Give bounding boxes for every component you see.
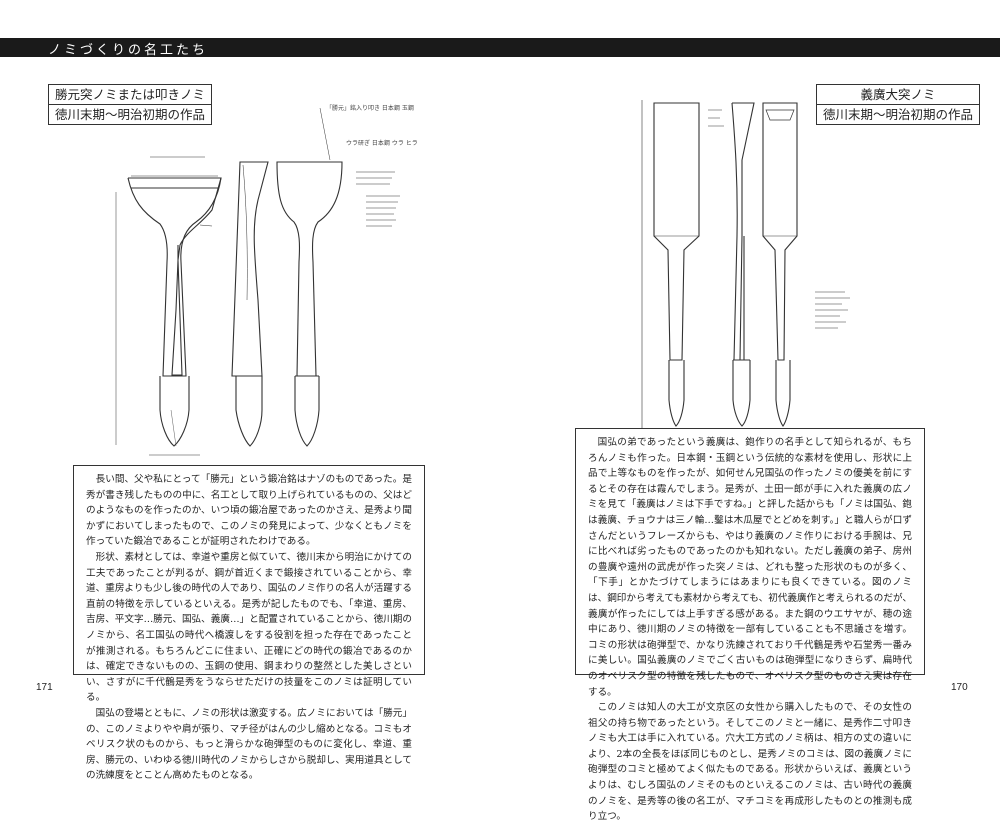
right-paragraph: 国弘の弟であったという義廣は、鉋作りの名手として知られるが、もちろんノミも作った… (588, 437, 912, 698)
left-title-box: 勝元突ノミまたは叩きノミ 徳川末期〜明治初期の作品 (48, 84, 213, 125)
left-chisel-side-view (231, 161, 269, 447)
right-paragraph: このノミは知人の大工が文京区の女性から購入したもので、その女性の祖父の持ち物であ… (588, 702, 912, 823)
drawing-note-2: ウラ研ぎ 日本鋼 ウラ ヒラ (346, 139, 418, 147)
right-title-name: 義廣大突ノミ (860, 87, 936, 102)
left-paragraph: 形状、素材としては、幸道や重房と似ていて、徳川末から明治にかけての工夫であったこ… (86, 551, 412, 704)
left-title-era: 徳川末期〜明治初期の作品 (49, 104, 212, 124)
right-page-number: 170 (951, 682, 968, 693)
left-page-number: 171 (36, 682, 53, 693)
left-chisel-front-view (115, 175, 222, 447)
left-chisel-back-view (276, 161, 343, 447)
left-handwritten-annotations (149, 156, 400, 456)
right-chisel-back-view (762, 102, 798, 427)
left-body-text: 長い間、父や私にとって「勝元」という鍛冶銘はナゾのものであった。是秀が書き残した… (73, 465, 425, 781)
right-title-era: 徳川末期〜明治初期の作品 (817, 104, 980, 124)
chapter-banner: ノミづくりの名工たち (0, 38, 1000, 58)
chapter-title: ノミづくりの名工たち (48, 43, 209, 58)
right-title-box: 義廣大突ノミ 徳川末期〜明治初期の作品 (816, 84, 981, 125)
left-paragraph: 長い間、父や私にとって「勝元」という鍛冶銘はナゾのものであった。是秀が書き残した… (86, 474, 412, 548)
tool-drawings: 「勝元」銘入り叩き 日本鋼 玉鋼 ウラ研ぎ 日本鋼 ウラ ヒラ (115, 100, 850, 456)
right-body-text: 国弘の弟であったという義廣は、鉋作りの名手として知られるが、もちろんノミも作った… (575, 428, 925, 822)
left-paragraph: 国弘の登場とともに、ノミの形状は激変する。広ノミにおいては「勝元」の、このノミよ… (86, 707, 412, 782)
right-chisel-side-view (731, 102, 755, 427)
drawing-note-1: 「勝元」銘入り叩き 日本鋼 玉鋼 (326, 104, 414, 112)
left-title-name: 勝元突ノミまたは叩きノミ (55, 87, 206, 102)
right-chisel-front-view (653, 102, 700, 427)
right-handwritten-annotations (641, 100, 850, 430)
